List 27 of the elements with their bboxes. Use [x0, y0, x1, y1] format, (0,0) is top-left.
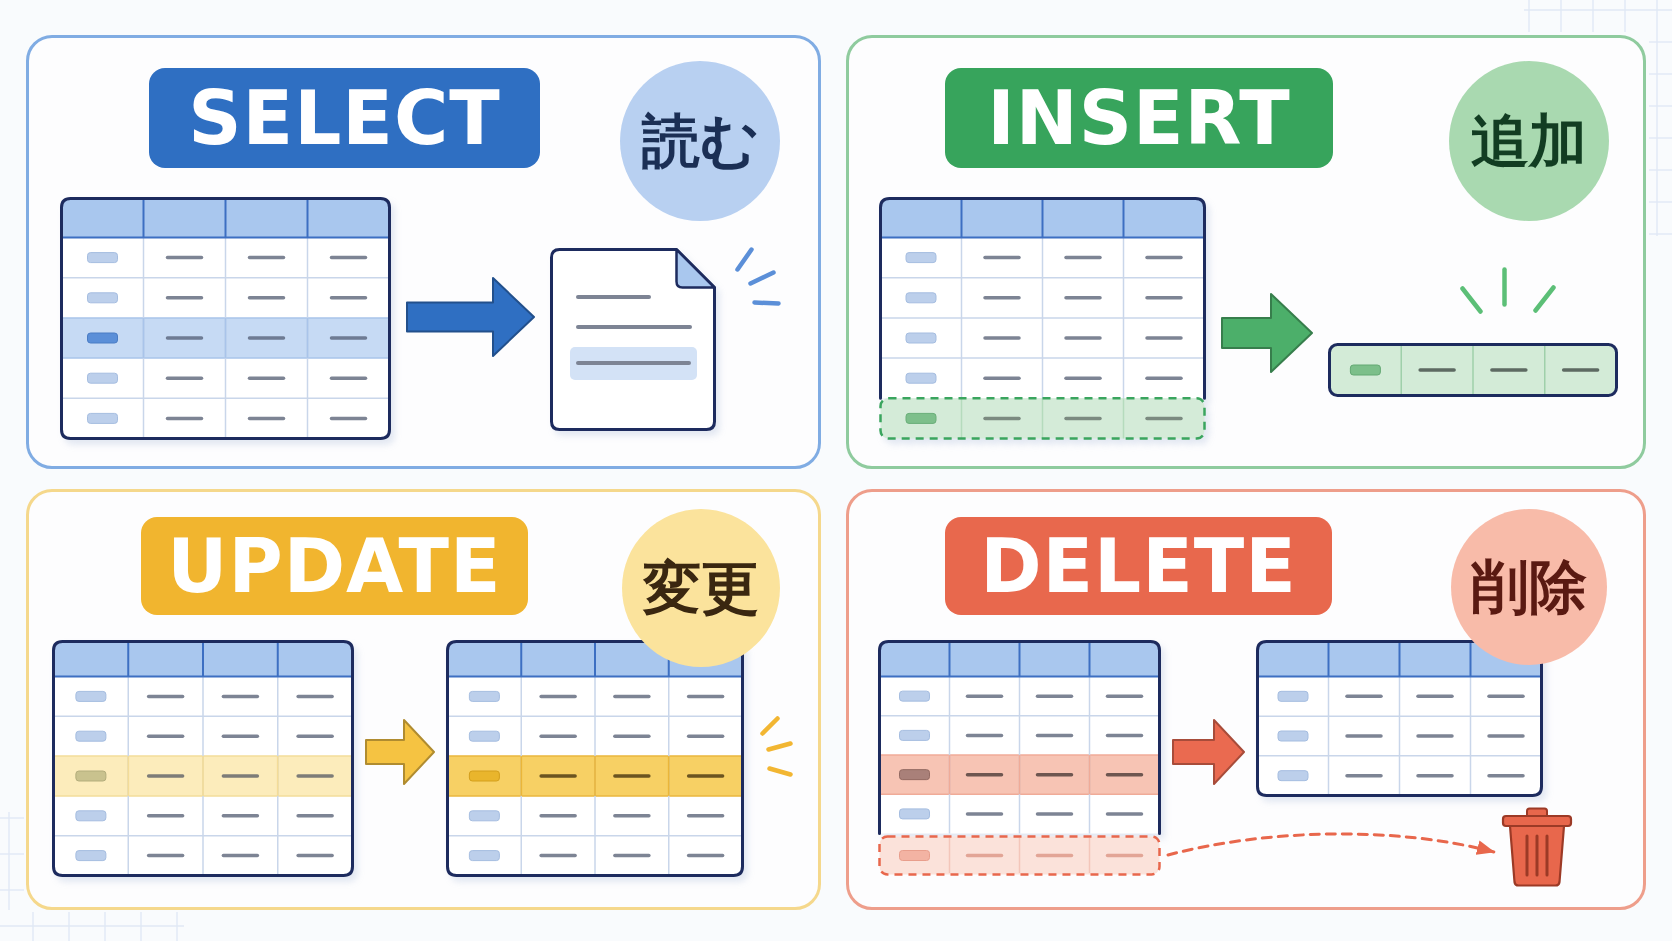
table-grid [60, 197, 391, 440]
panel [846, 35, 1646, 469]
panel [26, 489, 821, 910]
title-badge: DELETE [945, 517, 1332, 615]
block-arrow [406, 277, 535, 357]
trash-can-icon [1501, 807, 1573, 887]
table-grid [1256, 640, 1543, 797]
label-circle: 読む [620, 61, 780, 221]
label-circle: 変更 [622, 509, 780, 667]
panel [846, 489, 1646, 910]
title-badge: SELECT [149, 68, 540, 168]
dashed-arrow [1166, 832, 1496, 857]
dashed-row [878, 835, 1161, 876]
table-grid [878, 640, 1161, 835]
label-circle: 追加 [1449, 61, 1609, 221]
title-badge: UPDATE [141, 517, 528, 615]
table-grid [879, 197, 1206, 440]
block-arrow [1221, 293, 1313, 373]
block-arrow [365, 719, 435, 785]
block-arrow [1172, 719, 1245, 785]
table-grid [446, 640, 744, 877]
label-circle: 削除 [1451, 509, 1607, 665]
document-icon [550, 248, 716, 431]
table-row [1328, 343, 1618, 397]
panel [26, 35, 821, 469]
title-badge: INSERT [945, 68, 1333, 168]
table-grid [52, 640, 354, 877]
